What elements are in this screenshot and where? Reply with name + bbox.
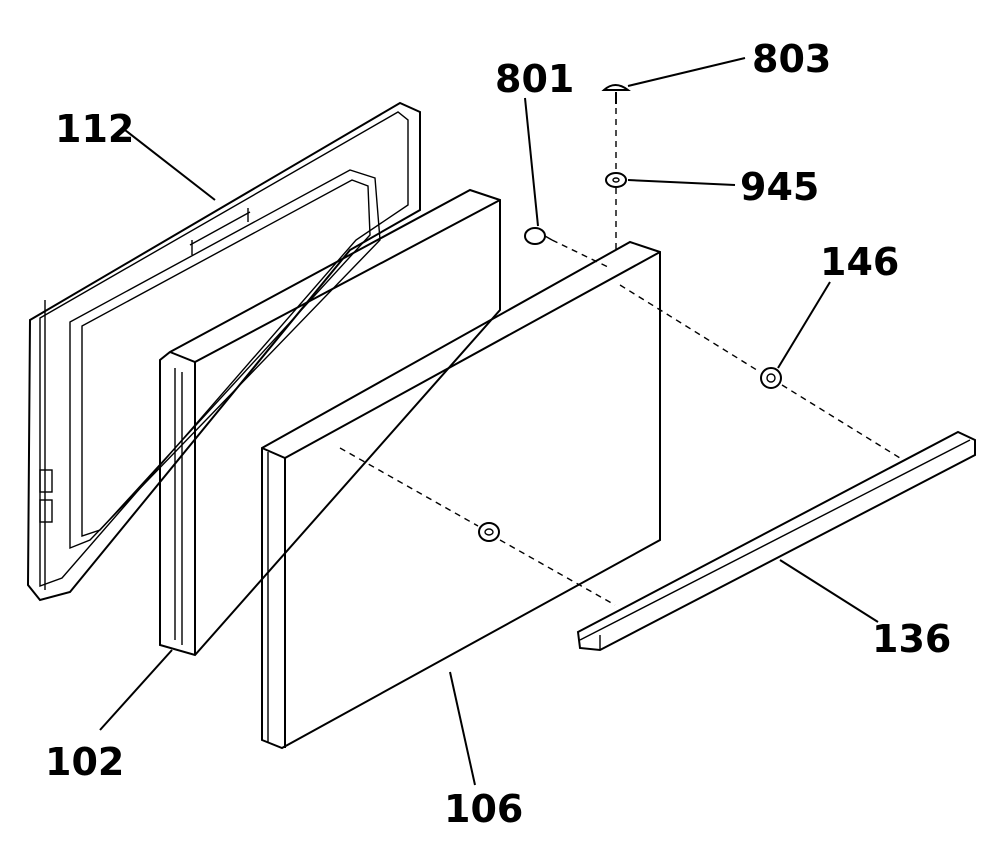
door-panel-part-106: [261, 240, 661, 750]
washer-part-945: [605, 172, 627, 188]
label-803: 803: [752, 37, 831, 81]
label-945: 945: [740, 165, 819, 209]
label-106: 106: [444, 787, 523, 831]
spacer-part-146: [760, 367, 782, 389]
assembly-lines: [339, 108, 901, 606]
frame-part-112: [26, 101, 421, 602]
handle-strip-part-136: [576, 430, 976, 652]
label-801: 801: [495, 57, 574, 101]
spacer-part-146-lower: [478, 522, 500, 542]
label-136: 136: [872, 617, 951, 661]
screw-part-801: [524, 227, 553, 245]
label-146: 146: [820, 240, 899, 284]
insulation-part-102: [159, 188, 501, 657]
screw-part-803: [601, 84, 631, 104]
label-112: 112: [55, 107, 134, 151]
leader-lines: [99, 57, 879, 786]
label-102: 102: [45, 740, 124, 784]
